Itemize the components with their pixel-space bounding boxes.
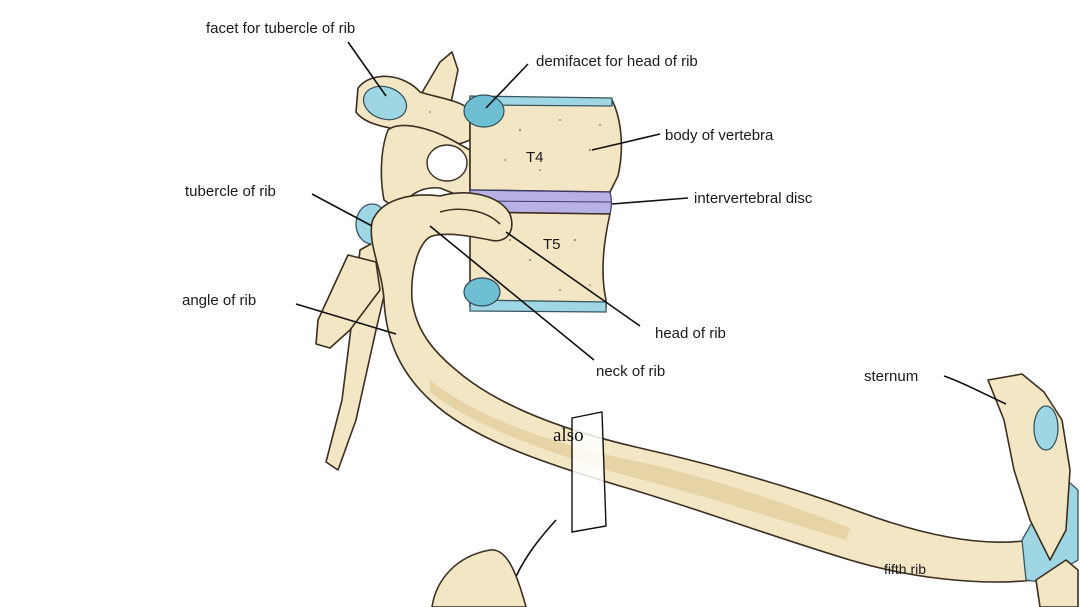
leader-demifacet	[485, 63, 529, 109]
leader-tubercle	[311, 193, 373, 227]
label-t5: T5	[543, 236, 561, 253]
labels: facet for tubercle of rib demifacet for …	[182, 20, 926, 577]
vertebral-column	[315, 51, 623, 471]
t5-endplate	[469, 299, 607, 313]
leader-body	[591, 133, 661, 151]
leader-head	[505, 231, 641, 327]
label-demifacet-head: demifacet for head of rib	[536, 53, 698, 70]
label-body-vertebra: body of vertebra	[665, 127, 774, 144]
leader-angle	[295, 303, 397, 335]
leader-neck	[429, 225, 595, 361]
section-arrow	[511, 519, 557, 587]
sternum-bone	[987, 373, 1079, 607]
cross-section-callout: also	[431, 411, 607, 607]
label-facet-tubercle: facet for tubercle of rib	[206, 20, 355, 37]
leader-facet-tubercle	[347, 41, 387, 97]
t5-demifacet	[463, 277, 501, 307]
label-head-rib: head of rib	[655, 325, 726, 342]
rib-shading	[430, 380, 850, 540]
rib-cross-section	[431, 549, 527, 607]
label-neck-rib: neck of rib	[596, 363, 665, 380]
also-label: also	[553, 425, 584, 446]
label-sternum: sternum	[864, 368, 918, 385]
bone-texture	[429, 111, 602, 291]
demifacet-cartilage	[463, 94, 505, 128]
vertebral-foramen	[426, 144, 468, 182]
label-t4: T4	[526, 149, 544, 166]
section-plane	[571, 411, 607, 533]
label-angle-rib: angle of rib	[182, 292, 256, 309]
transverse-process-lower	[315, 254, 381, 349]
leader-lines	[295, 41, 1007, 405]
vertebra-t4-body	[469, 97, 623, 193]
label-fifth-rib: fifth rib	[884, 561, 926, 577]
label-intervertebral-disc: intervertebral disc	[694, 190, 813, 207]
label-tubercle-rib: tubercle of rib	[185, 183, 276, 200]
sternum-lower-part	[1035, 559, 1079, 607]
facet-tubercle-cartilage	[362, 85, 408, 121]
leader-sternum	[943, 375, 1007, 405]
leader-disc	[611, 197, 689, 205]
sternum-facet-cartilage	[1033, 405, 1059, 451]
